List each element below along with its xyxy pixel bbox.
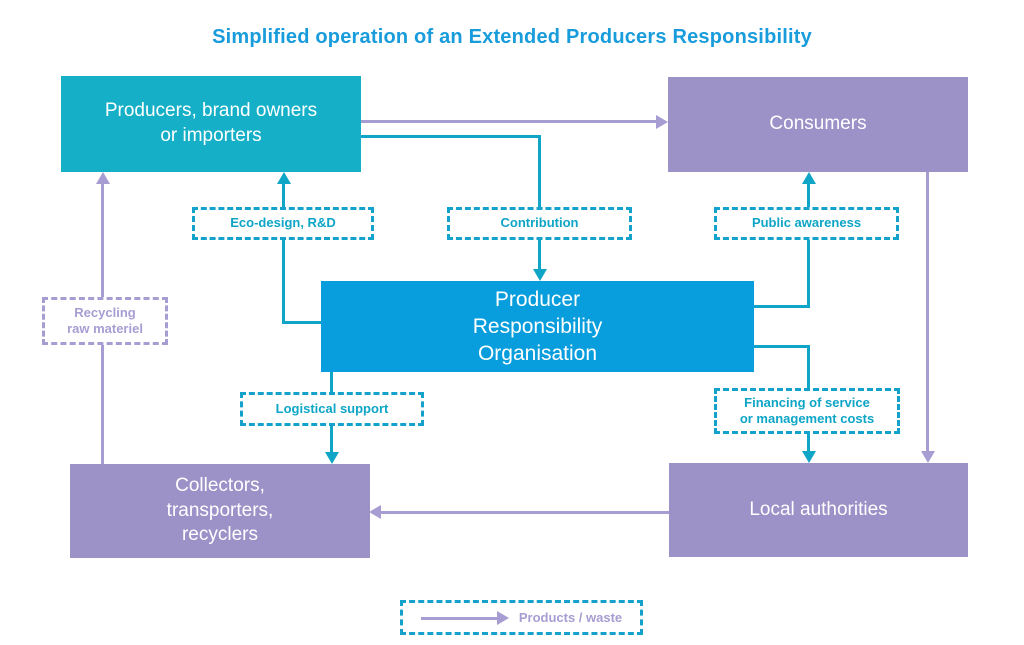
flow-label-logistical-support: Logistical support [240, 392, 424, 426]
arrowhead-logistical-to-collectors [325, 452, 339, 464]
arrowhead-financing-to-local-authorities [802, 451, 816, 463]
flow-label-eco-design: Eco-design, R&D [192, 207, 374, 240]
legend-label: Products / waste [518, 610, 623, 625]
node-producer-responsibility-organisation: Producer Responsibility Organisation [321, 281, 754, 372]
relation-line-financing-horizontal [754, 345, 810, 348]
relation-line-awareness-horizontal [754, 305, 810, 308]
arrowhead-contribution-to-pro [533, 269, 547, 281]
arrowhead-awareness-to-consumers [802, 172, 816, 184]
flow-label-recycling-raw-materiel: Recycling raw materiel [42, 297, 168, 345]
diagram-title: Simplified operation of an Extended Prod… [212, 26, 812, 48]
relation-line-ecodesign-horizontal [282, 321, 322, 324]
legend-arrow-icon [420, 610, 509, 625]
flow-label-financing: Financing of service or management costs [714, 388, 900, 434]
flow-label-contribution: Contribution [447, 207, 632, 240]
arrowhead-producers-to-consumers [656, 115, 668, 129]
node-collectors: Collectors, transporters, recyclers [70, 464, 370, 558]
flow-line-producers-to-consumers [361, 120, 657, 123]
legend-products-waste: Products / waste [400, 600, 643, 635]
node-local-authorities: Local authorities [669, 463, 968, 557]
relation-line-ecodesign-vertical [282, 183, 285, 324]
arrowhead-collectors-to-producers [96, 172, 110, 184]
flow-line-local-authorities-to-collectors [381, 511, 669, 514]
node-consumers: Consumers [668, 77, 968, 172]
node-producers: Producers, brand owners or importers [61, 76, 361, 172]
relation-line-awareness-vertical [807, 183, 810, 308]
arrowhead-ecodesign-to-producers [277, 172, 291, 184]
flow-line-consumers-to-local-authorities [926, 172, 929, 452]
arrowhead-local-authorities-to-collectors [369, 505, 381, 519]
arrowhead-consumers-to-local-authorities [921, 451, 935, 463]
flow-label-public-awareness: Public awareness [714, 207, 899, 240]
relation-line-contribution-horizontal [361, 135, 541, 138]
relation-line-contribution-vertical [538, 135, 541, 270]
